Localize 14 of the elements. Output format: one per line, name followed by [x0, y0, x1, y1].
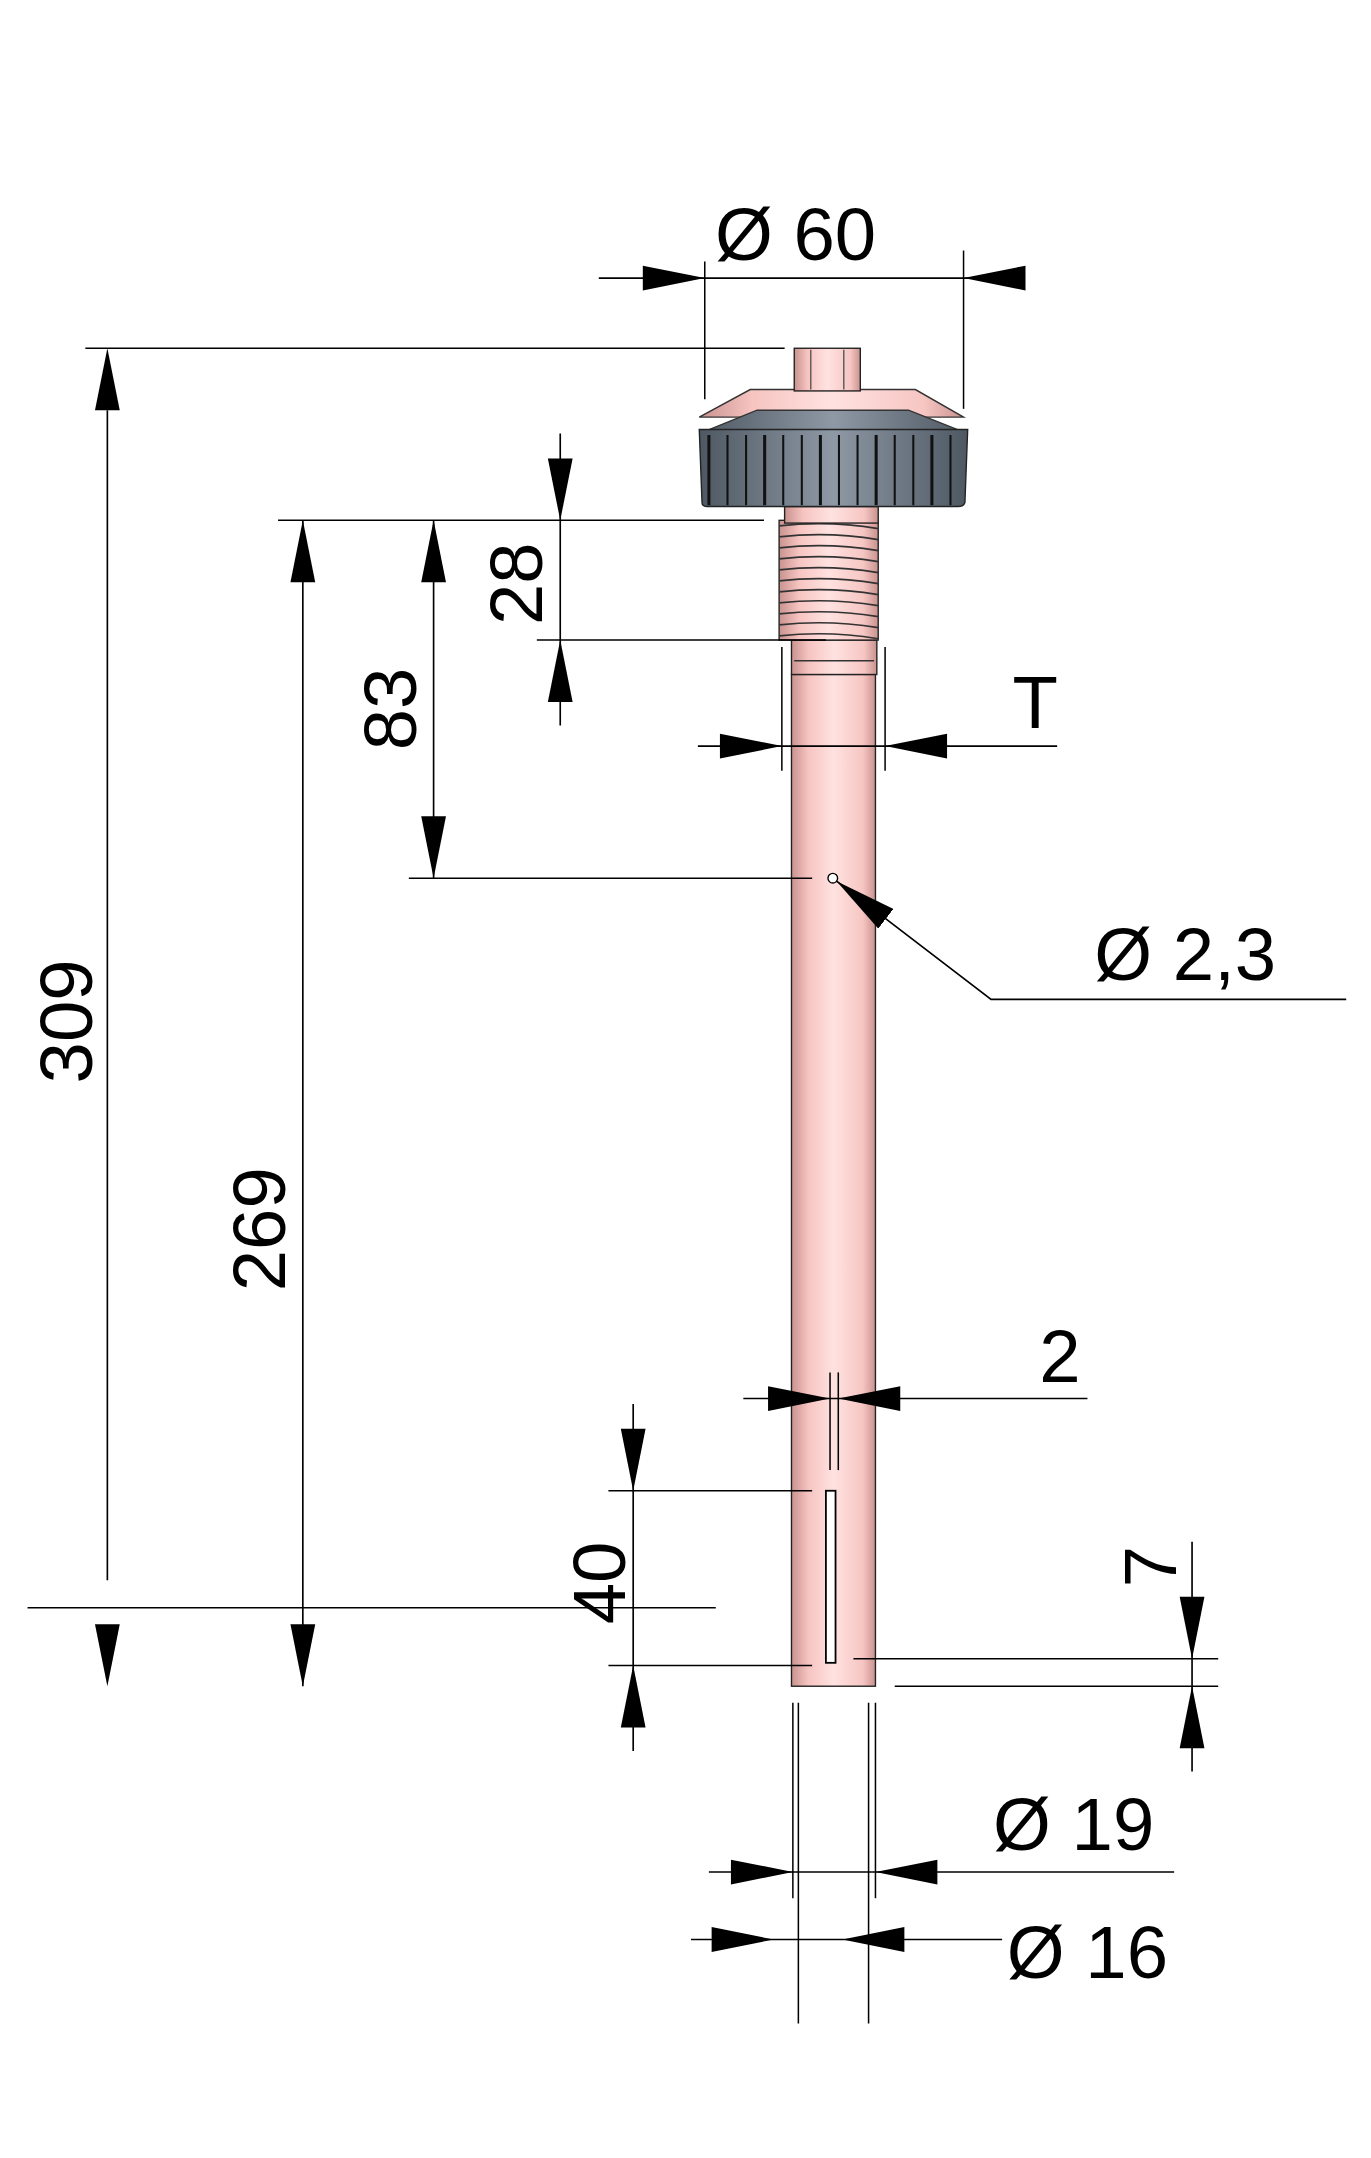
dimension-value: 269: [221, 1167, 296, 1292]
dimension-value: 309: [28, 959, 104, 1084]
dimension-value: Ø 60: [715, 196, 877, 272]
dimension-value: Ø 19: [993, 1786, 1155, 1862]
dimension-value: 83: [352, 667, 427, 751]
dimension-value: 40: [561, 1541, 636, 1625]
dimension-value: 28: [479, 542, 554, 625]
dimension-value: Ø 16: [1006, 1914, 1168, 1990]
dimension-value: Ø 2,3: [1094, 916, 1277, 992]
dimension-value: 2: [1039, 1318, 1081, 1393]
dimension-value: T: [1012, 664, 1058, 740]
hole: [827, 872, 839, 884]
leader-line: [835, 880, 1348, 1001]
dimension-value: 7: [1112, 1545, 1187, 1588]
